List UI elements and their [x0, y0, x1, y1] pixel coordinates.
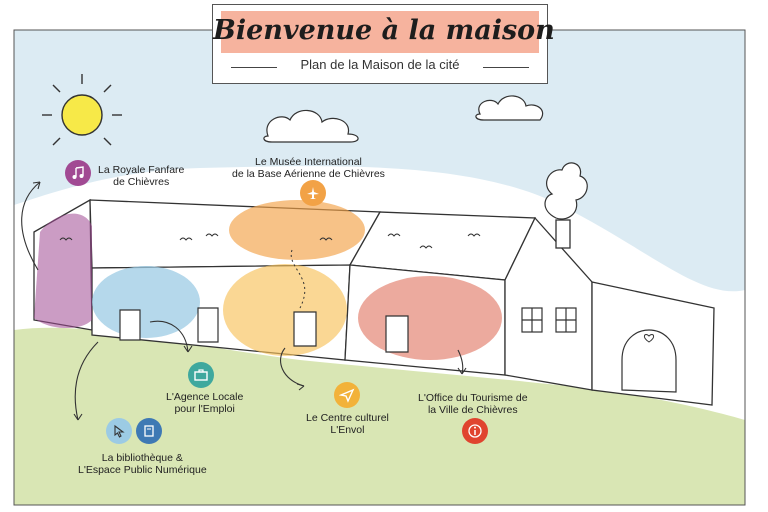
heart-icon	[643, 334, 655, 343]
page-title: Bienvenue à la maison	[213, 15, 555, 46]
page-subtitle: Plan de la Maison de la cité	[300, 57, 460, 72]
airplane-icon[interactable]	[300, 180, 326, 206]
doors	[119, 307, 677, 393]
roof-tiles	[59, 233, 481, 249]
paper-plane-icon[interactable]	[334, 382, 360, 408]
zone-tourisme	[358, 276, 502, 360]
briefcase-icon[interactable]	[188, 362, 214, 388]
zone-fanfare	[34, 213, 92, 329]
zone-musee	[229, 200, 365, 260]
zone-bibliotheque	[92, 266, 200, 338]
dotted-path	[290, 249, 306, 309]
title-cartouche: Bienvenue à la maison Plan de la Maison …	[212, 4, 555, 84]
info-icon[interactable]	[462, 418, 488, 444]
sun-icon	[42, 74, 122, 146]
cloud-icon	[475, 95, 544, 121]
book-icon[interactable]	[136, 418, 162, 444]
title-rule-left	[231, 67, 277, 68]
cursor-icon[interactable]	[106, 418, 132, 444]
smoke	[544, 162, 588, 220]
cloud-icon	[263, 109, 359, 143]
sky-area	[14, 30, 745, 292]
arrows	[21, 181, 467, 421]
title-rule-right	[483, 67, 529, 68]
zone-envol	[223, 264, 347, 356]
title-band	[221, 11, 539, 53]
windows	[521, 307, 577, 333]
music-note-icon[interactable]	[65, 160, 91, 186]
label-bibliotheque: La bibliothèque &L'Espace Public Numériq…	[78, 452, 207, 476]
